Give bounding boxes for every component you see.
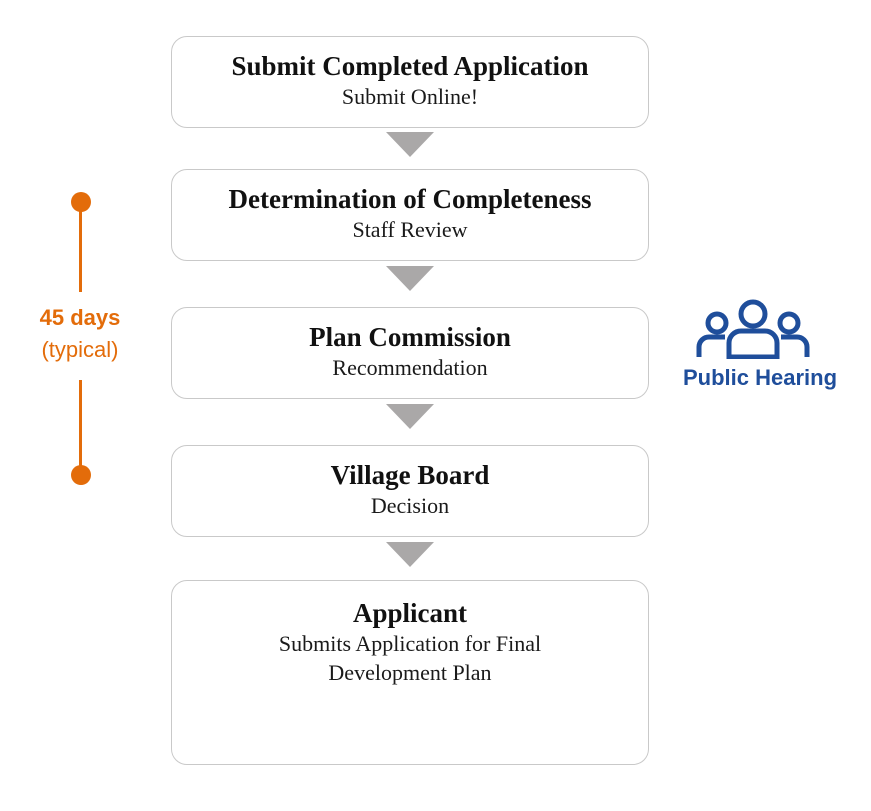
step-subtitle: Recommendation — [332, 355, 488, 380]
step-title: Plan Commission — [309, 322, 511, 352]
step-title: Determination of Completeness — [228, 184, 592, 214]
timeline-note: (typical) — [41, 337, 119, 362]
timeline-line-top — [79, 206, 82, 292]
timeline-end-dot — [71, 465, 91, 485]
timeline-days: 45 days — [39, 305, 121, 330]
step-plan-commission: Plan Commission Recommendation — [171, 307, 649, 399]
step-subtitle: Decision — [370, 493, 450, 518]
timeline-line-bottom — [79, 380, 82, 470]
down-arrow-icon — [386, 542, 434, 567]
step-applicant: Applicant Submits Application for Final … — [171, 580, 649, 765]
step-subtitle: Staff Review — [352, 217, 468, 242]
step-subtitle: Submits Application for Final Developmen… — [278, 631, 542, 685]
step-village-board: Village Board Decision — [171, 445, 649, 537]
people-group-icon — [695, 299, 811, 364]
step-title: Applicant — [352, 598, 468, 628]
timeline-start-dot — [71, 192, 91, 212]
step-submit-application: Submit Completed Application Submit Onli… — [171, 36, 649, 128]
down-arrow-icon — [386, 132, 434, 157]
step-title: Submit Completed Application — [231, 51, 589, 81]
public-hearing-label: Public Hearing — [682, 365, 838, 390]
timeline-label: 45 days (typical) — [10, 302, 150, 366]
down-arrow-icon — [386, 266, 434, 291]
down-arrow-icon — [386, 404, 434, 429]
step-completeness: Determination of Completeness Staff Revi… — [171, 169, 649, 261]
step-title: Village Board — [330, 460, 490, 490]
step-subtitle: Submit Online! — [341, 84, 479, 109]
